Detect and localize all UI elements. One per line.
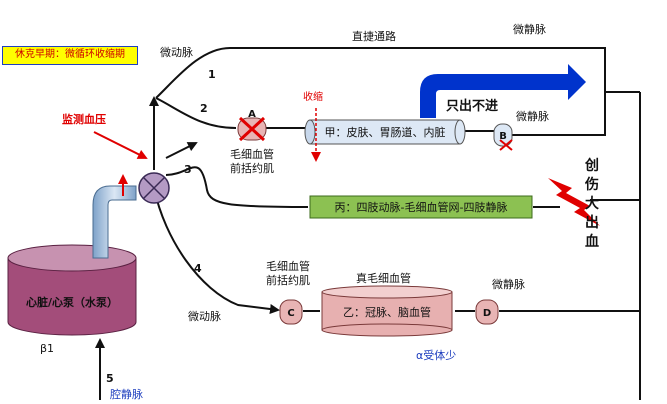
- path-3-line: [165, 166, 309, 208]
- valve-c-letter: C: [287, 308, 294, 319]
- arteriole-top-label: 微动脉: [160, 45, 193, 59]
- path-3-number: 3: [184, 163, 192, 176]
- vessel-yi-label: 乙：冠脉、脑血管: [343, 305, 431, 319]
- valve-d-letter: D: [483, 308, 491, 319]
- path-1-line: [155, 47, 606, 136]
- monitor-label: 监测血压: [62, 112, 106, 126]
- bleed-label: 创 伤 大 出 血: [584, 157, 599, 250]
- svg-text:血: 血: [585, 233, 599, 250]
- path-2-number: 2: [200, 102, 208, 115]
- heart-pump: 心脏/心泵（水泵）: [7, 244, 137, 336]
- sphincter-c-line2: 前括约肌: [266, 273, 310, 287]
- valve-b: B: [493, 123, 513, 151]
- path-4-number: 4: [194, 262, 202, 275]
- svg-text:创: 创: [584, 157, 599, 174]
- venule-bottom-label: 微静脉: [492, 277, 525, 291]
- alpha-label: α受体少: [416, 348, 456, 362]
- only-out-label: 只出不进: [446, 98, 498, 114]
- pump-pipe: [92, 185, 137, 259]
- svg-text:伤: 伤: [584, 176, 599, 193]
- valve-a: A: [237, 109, 267, 142]
- svg-text:出: 出: [585, 214, 599, 231]
- path-5-number: 5: [106, 372, 114, 385]
- valve-a-letter: A: [248, 109, 256, 120]
- path-4-line: [153, 187, 280, 314]
- vessel-jia-label: 甲：皮肤、胃肠道、内脏: [325, 125, 446, 139]
- vena-label: 腔静脉: [110, 387, 143, 400]
- vessel-jia: 甲：皮肤、胃肠道、内脏: [304, 119, 466, 145]
- heart-label: 心脏/心泵（水泵）: [26, 295, 118, 309]
- venule-mid-label: 微静脉: [516, 109, 549, 123]
- path-3-arrow: [165, 142, 198, 159]
- only-out-arrow: [420, 64, 586, 118]
- valve-c: C: [279, 299, 303, 325]
- sphincter-a-line1: 毛细血管: [230, 147, 274, 161]
- path-1-number: 1: [208, 68, 216, 81]
- beta-label: β1: [40, 342, 54, 355]
- true-capillary-label: 真毛细血管: [356, 271, 411, 285]
- venule-top-label: 微静脉: [513, 22, 546, 36]
- vessel-bing: 丙：四肢动脉-毛细血管网-四肢静脉: [309, 195, 533, 219]
- contract-label: 收缩: [303, 90, 323, 103]
- vessel-yi: 乙：冠脉、脑血管: [321, 285, 453, 337]
- arteriole-bottom-label: 微动脉: [188, 309, 221, 323]
- valve-d: D: [475, 299, 499, 325]
- main-valve: [138, 172, 170, 204]
- svg-text:大: 大: [585, 195, 599, 212]
- monitor-arrow: [93, 131, 148, 159]
- vessel-bing-label: 丙：四肢动脉-毛细血管网-四肢静脉: [335, 200, 508, 214]
- sphincter-a-line2: 前括约肌: [230, 161, 274, 175]
- valve-b-letter: B: [499, 131, 507, 142]
- shortcut-label: 直捷通路: [352, 29, 396, 43]
- sphincter-c-line1: 毛细血管: [266, 259, 310, 273]
- path-2-line: [155, 97, 237, 129]
- bleeding-lightning-icon: [548, 178, 600, 226]
- stage-badge: 休克早期：微循环收缩期: [2, 46, 138, 65]
